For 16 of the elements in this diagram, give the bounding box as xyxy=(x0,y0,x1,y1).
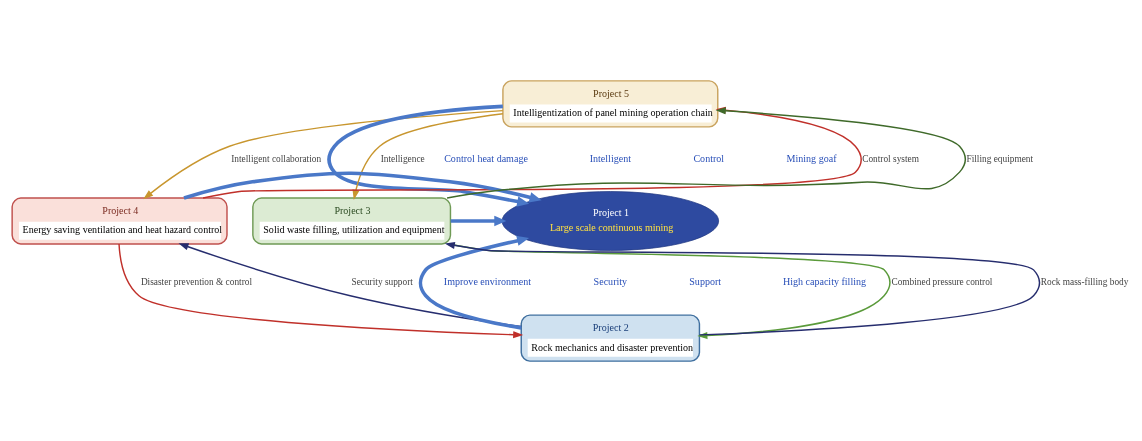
edge-label: Security support xyxy=(351,276,413,287)
edge-label: Combined pressure control xyxy=(891,276,993,287)
label: High capacity filling xyxy=(782,275,867,287)
edge-label: Intelligent collaboration xyxy=(231,153,322,164)
label: Improve environment xyxy=(443,275,532,287)
edge-label: Intelligence xyxy=(380,153,425,164)
label: Intelligent xyxy=(589,152,631,164)
edge-label: Disaster prevention & control xyxy=(140,276,253,287)
label: Support xyxy=(689,275,722,287)
edge-label: Control system xyxy=(862,153,919,164)
label: Control heat damage xyxy=(444,152,528,164)
edge-label: Filling equipment xyxy=(966,153,1034,164)
label: Control xyxy=(693,152,725,164)
edge-label: Rock mass-filling body xyxy=(1040,276,1129,287)
label: Security xyxy=(593,275,628,287)
label: Mining goaf xyxy=(786,152,837,164)
